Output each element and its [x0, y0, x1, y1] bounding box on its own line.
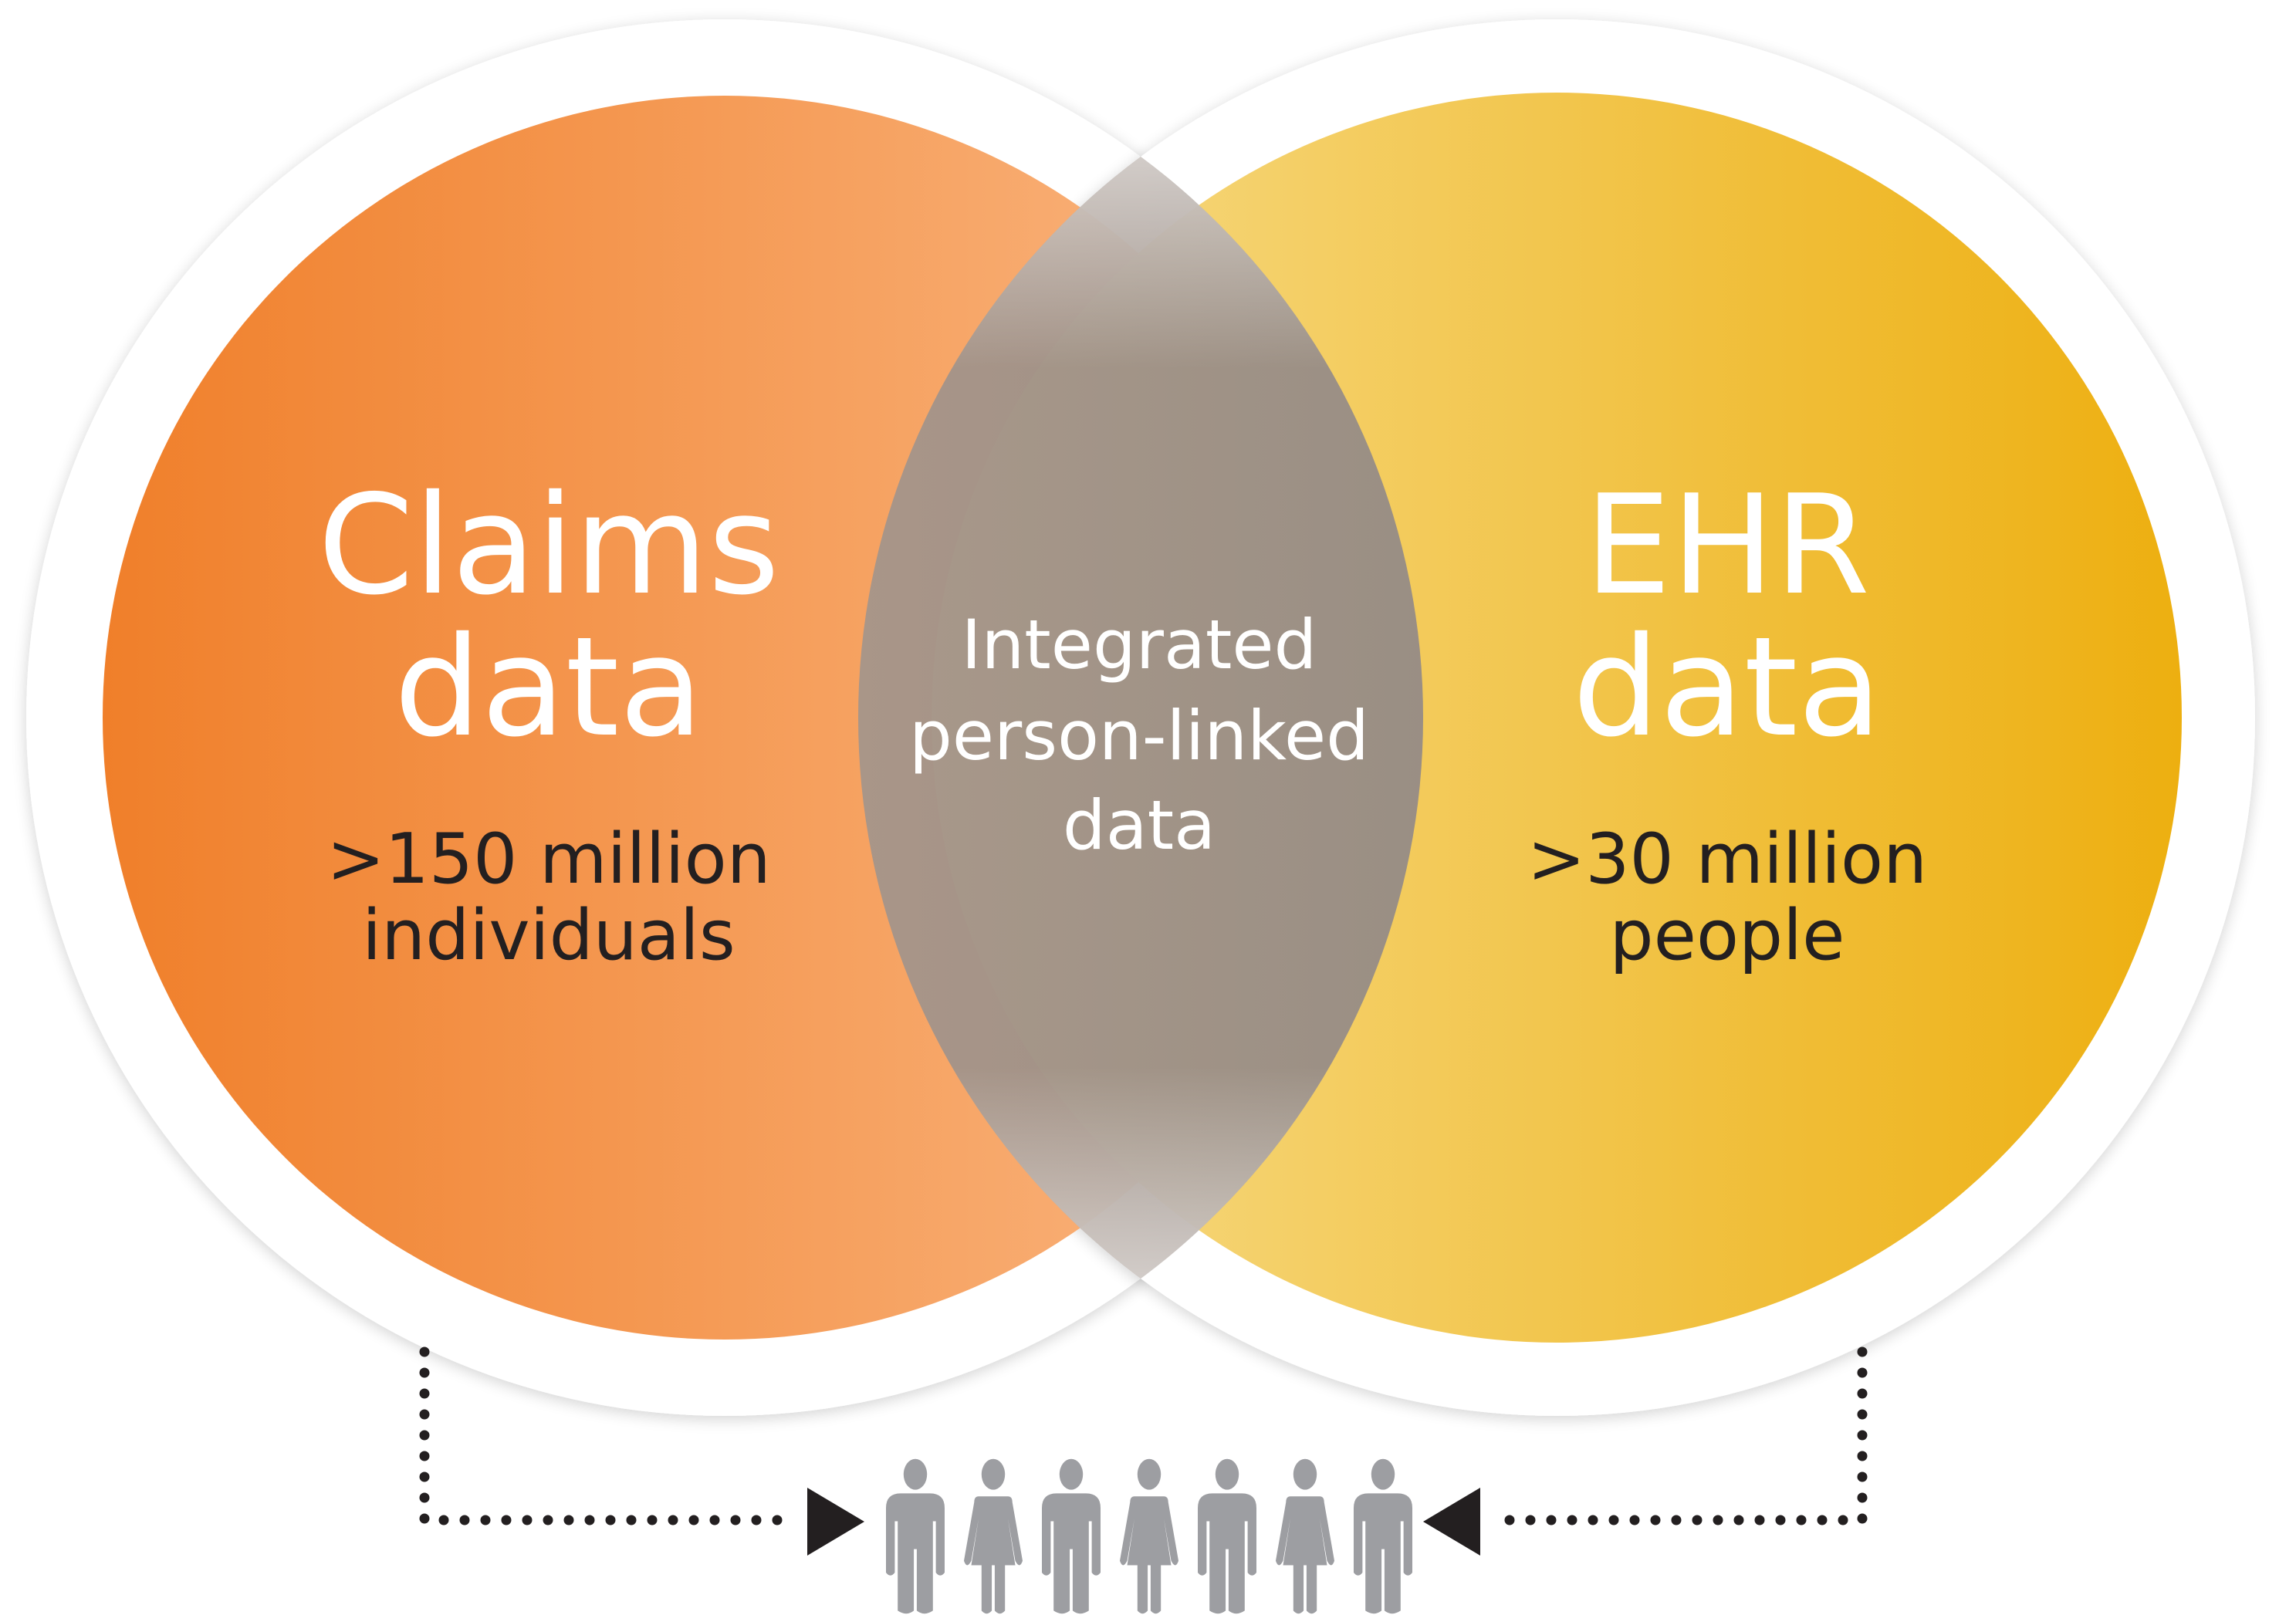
- right-dotted-connector: [1500, 1346, 1868, 1525]
- left-arrow-icon: [807, 1488, 864, 1556]
- claims-stat-unit: individuals: [362, 895, 735, 976]
- people-row: [886, 1458, 1412, 1614]
- man-person-icon: [1198, 1458, 1256, 1614]
- ehr-stat-unit: people: [1609, 895, 1845, 976]
- man-person-icon: [1042, 1458, 1101, 1614]
- ehr-stat: >30 million: [1527, 819, 1927, 900]
- man-person-icon: [886, 1458, 945, 1614]
- overlap-region: [858, 19, 1423, 1416]
- woman-person-icon: [1276, 1458, 1334, 1614]
- left-dotted-connector: [419, 1346, 785, 1525]
- woman-person-icon: [1120, 1458, 1178, 1614]
- man-person-icon: [1354, 1458, 1412, 1614]
- claims-title-data: data: [394, 607, 704, 767]
- overlap-label-line1: Integrated: [962, 605, 1317, 684]
- overlap-label-line3: data: [1063, 786, 1216, 865]
- claims-stat: >150 million: [326, 819, 771, 900]
- right-arrow-icon: [1423, 1488, 1480, 1556]
- ehr-title-data: data: [1573, 607, 1882, 767]
- overlap-label-line2: person-linked: [909, 696, 1369, 775]
- ehr-title: EHR: [1584, 465, 1870, 625]
- claims-title: Claims: [318, 465, 779, 625]
- woman-person-icon: [964, 1458, 1023, 1614]
